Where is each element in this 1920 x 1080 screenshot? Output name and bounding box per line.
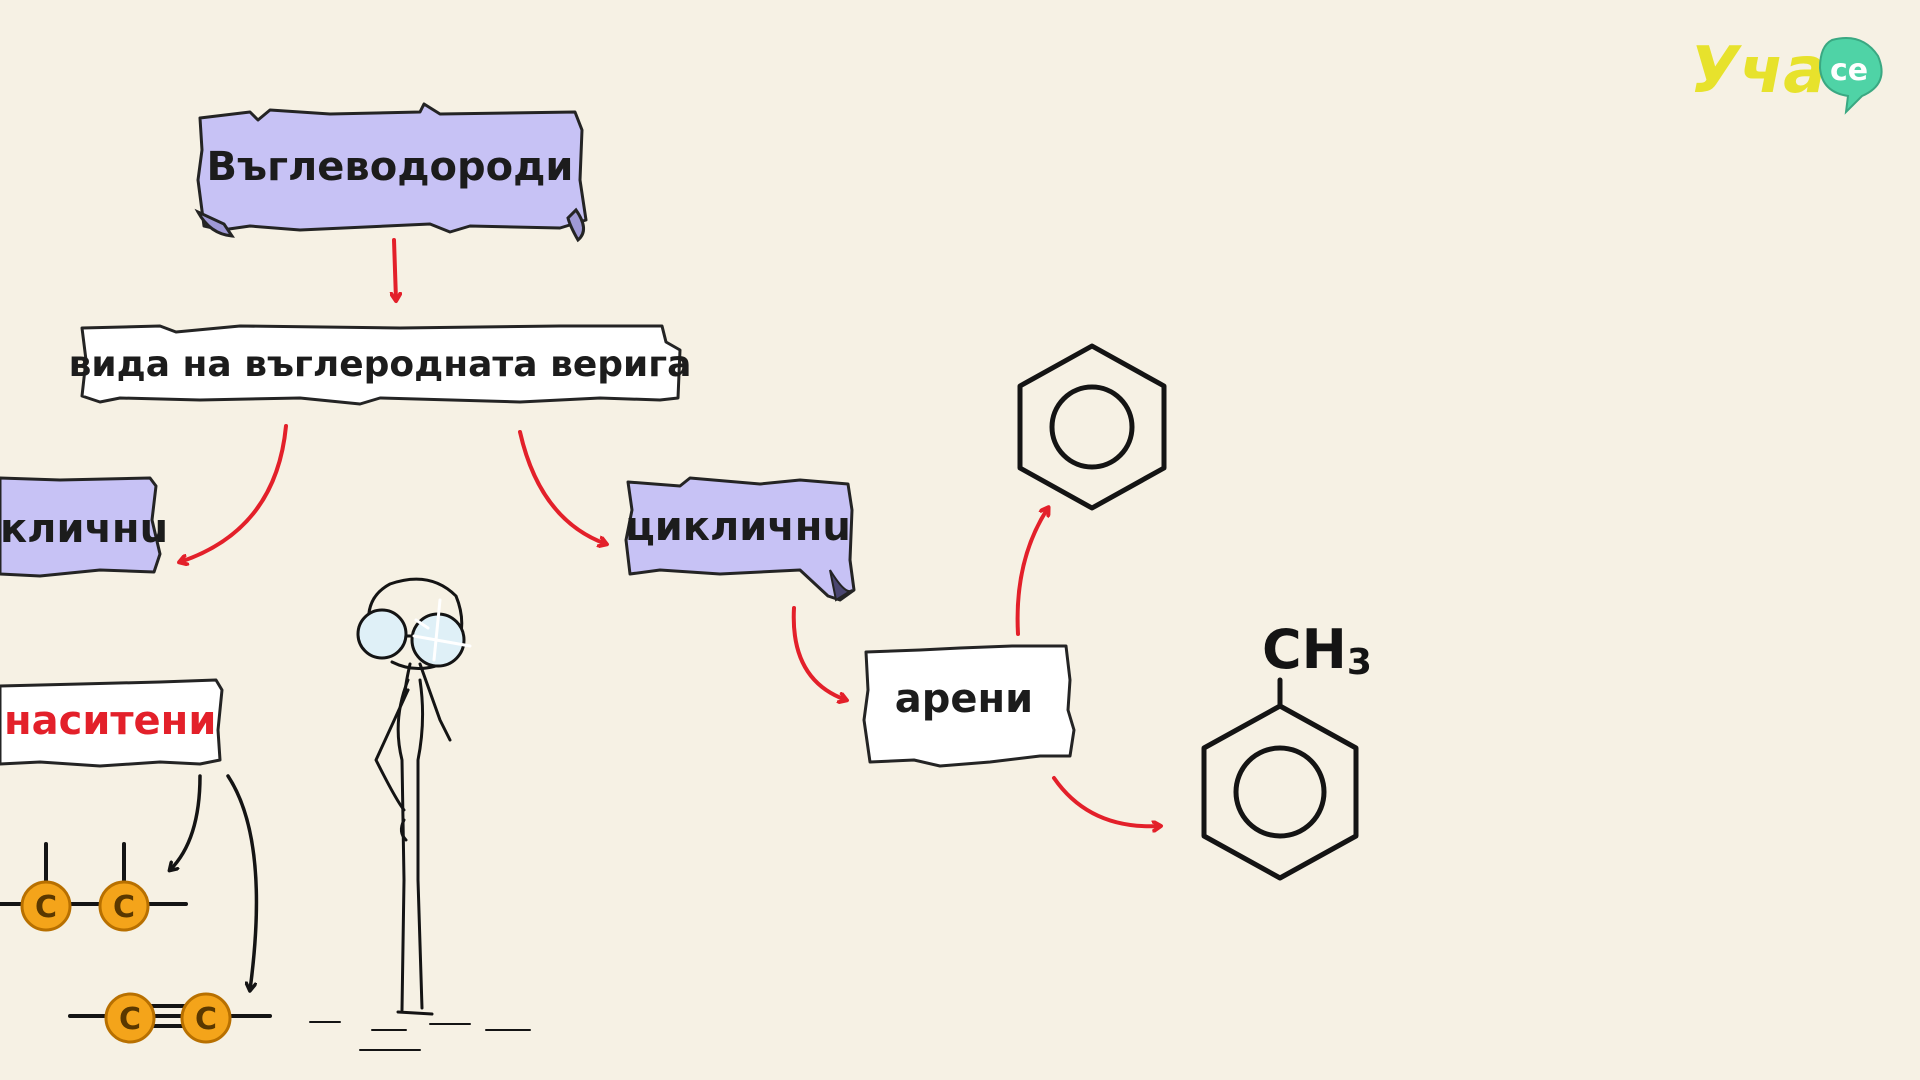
carbon-single-bond-molecule: C C <box>0 842 188 932</box>
methyl-group-label: CH3 <box>1262 618 1372 683</box>
left-branch-label: кличнu <box>0 506 168 552</box>
arrow-cyclic-to-arenes <box>791 606 846 700</box>
carbon-atom-icon: C <box>98 880 150 932</box>
root-node-hydrocarbons: Въглеводороди <box>194 102 588 243</box>
carbon-double-bond-molecule: C C <box>68 992 272 1044</box>
arrow-to-double-bond <box>226 774 259 990</box>
methyl-subscript: 3 <box>1347 642 1372 683</box>
carbon-atom-symbol: C <box>119 1002 141 1037</box>
root-node-label: Въглеводороди <box>207 144 574 190</box>
arenes-label: арени <box>895 676 1033 722</box>
carbon-atom-icon: C <box>180 992 232 1044</box>
criterion-node-chain-type: вида на въглеродната верига <box>69 324 692 406</box>
right-branch-node-cyclic: цикличнu <box>624 476 856 602</box>
arrow-arenes-to-toluene <box>1052 776 1160 826</box>
carbon-atom-icon: C <box>104 992 156 1044</box>
arrow-to-left-branch <box>180 424 288 562</box>
arrow-root-to-criterion <box>394 238 396 300</box>
brand-logo: Уча се <box>1690 34 1883 115</box>
criterion-node-label: вида на въглеродната верига <box>69 344 692 385</box>
logo-wordmark: Уча <box>1690 34 1826 108</box>
stick-figure-with-glasses-icon <box>309 577 531 1051</box>
benzene-ring-icon <box>1017 343 1167 511</box>
saturated-label: наситени <box>4 698 216 744</box>
saturated-node: наситени <box>0 678 224 768</box>
carbon-atom-symbol: C <box>113 890 135 925</box>
methyl-base: CH <box>1262 618 1347 681</box>
arrow-to-single-bond <box>170 774 202 870</box>
logo-badge: се <box>1818 37 1883 115</box>
carbon-atom-symbol: C <box>195 1002 217 1037</box>
carbon-atom-icon: C <box>20 880 72 932</box>
logo-badge-text: се <box>1830 53 1868 88</box>
arrow-to-right-branch <box>518 430 606 544</box>
right-branch-label: цикличнu <box>625 504 851 550</box>
left-branch-node: кличнu <box>0 476 168 578</box>
arenes-node: арени <box>862 644 1076 768</box>
arrow-arenes-to-benzene <box>1015 508 1048 636</box>
toluene-ring-icon: CH3 <box>1201 618 1372 881</box>
carbon-atom-symbol: C <box>35 890 57 925</box>
